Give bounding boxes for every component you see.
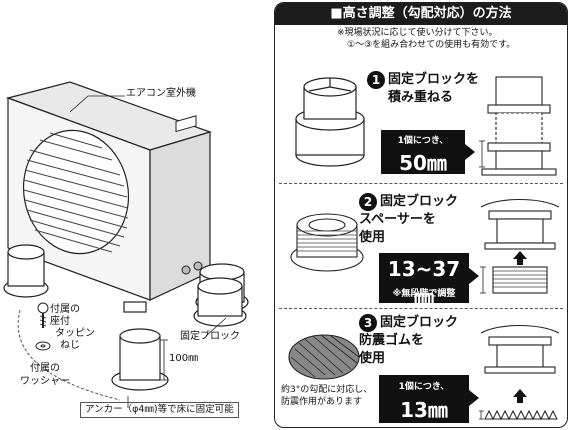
seat-label-2: 座付 xyxy=(50,316,70,327)
fan-grille xyxy=(22,129,130,255)
step2-arrow-icon xyxy=(469,268,479,284)
step2-title-1: 固定ブロック xyxy=(380,194,459,209)
step2-title-3: 使用 xyxy=(359,230,386,245)
step3-value-caption: 1個につき、 xyxy=(398,382,450,392)
seat-label-3: タッピン xyxy=(55,328,95,339)
divider-1 xyxy=(279,183,563,184)
step1-title-2: 積み重ねる xyxy=(388,90,454,105)
step3-side-note-1: 約3°の勾配に対応し、 xyxy=(281,385,373,395)
step3-value: 13㎜ xyxy=(400,398,448,422)
step2-value-note: ※無段階で調整 xyxy=(392,289,456,299)
step3-title-1: 固定ブロック xyxy=(380,315,459,330)
step3-value-box: 1個につき、 13㎜ xyxy=(379,375,469,423)
step3-rubber-diagram xyxy=(479,324,560,421)
outdoor-unit-drawing xyxy=(3,81,249,408)
step1-arrow-icon xyxy=(465,144,475,160)
step3-title-3: 使用 xyxy=(359,351,386,366)
step1-value-caption: 1個につき、 xyxy=(397,136,449,146)
unit-label: エアコン室外機 xyxy=(126,88,196,99)
left-illustration: エアコン室外機 固定ブロック 100㎜ 付属の 座付 タッピン ねじ 付属の ワ… xyxy=(0,0,272,430)
step3-side-note-2: 防震作用があります xyxy=(281,397,363,407)
divider-2 xyxy=(279,308,563,309)
washer-label-2: ワッシャー xyxy=(20,376,70,387)
step1-title-1: 固定ブロックを xyxy=(388,72,480,87)
seat-label-4: ねじ xyxy=(60,340,80,351)
washer-label-1: 付属の xyxy=(30,363,60,374)
step2-number: 2 xyxy=(359,193,377,211)
panel-header: ■高さ調整（勾配対応）の方法 xyxy=(275,3,567,25)
height-adjust-panel: ■高さ調整（勾配対応）の方法 ※現場状況に応じて使い分けて下さい。 ①～③を組み… xyxy=(274,2,568,428)
step2-spacer-drawing xyxy=(290,213,364,272)
height-label: 100㎜ xyxy=(169,353,199,364)
step2-value: 13~37㎜ xyxy=(387,257,461,309)
step3-arrow-icon xyxy=(469,390,479,406)
anchor-note: アンカー（φ4㎜)等で床に固定可能 xyxy=(80,402,239,418)
usage-note-1: ※現場状況に応じて使い分けて下さい。 xyxy=(337,28,498,38)
fixed-block-label: 固定ブロック xyxy=(180,331,240,342)
step2-value-box: 13~37㎜ ※無段階で調整 xyxy=(379,253,469,309)
step3-number: 3 xyxy=(359,314,377,332)
seat-label-1: 付属の xyxy=(50,304,80,315)
step2-title-2: スペーサーを xyxy=(359,212,436,227)
step1-stack-diagram xyxy=(479,76,557,176)
step1-value-box: 1個につき、 50㎜ xyxy=(381,130,465,175)
step3-rubber-drawing xyxy=(288,334,360,380)
step1-block-drawing xyxy=(295,77,365,167)
step2-spacer-diagram xyxy=(480,198,560,294)
usage-note-2: ①～③を組み合わせての使用も有効です。 xyxy=(347,40,516,50)
step1-value: 50㎜ xyxy=(399,151,447,175)
step1-number: 1 xyxy=(367,71,385,89)
step3-title-2: 防震ゴムを xyxy=(359,333,425,348)
